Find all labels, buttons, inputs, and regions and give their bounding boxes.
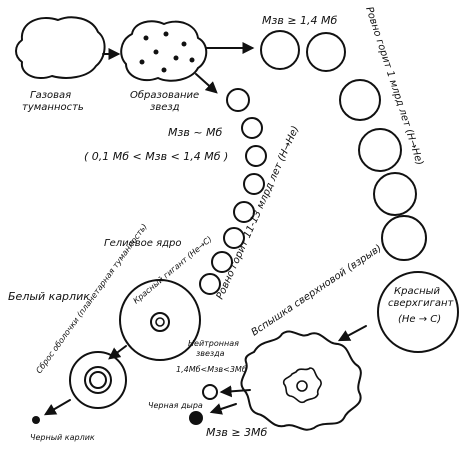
white-dwarf-core	[89, 371, 107, 389]
label-right-path: Ровно горит 1 млрд лет (H→He)	[363, 6, 425, 167]
label-black-hole: Черная дыра	[148, 401, 203, 410]
label-gas-nebula-2: туманность	[22, 102, 84, 113]
label-star-formation-1: Образование	[130, 89, 199, 101]
massive-star-sequence	[260, 30, 427, 261]
gas-nebula-cloud	[15, 16, 106, 80]
black-dwarf	[32, 416, 40, 424]
label-neutron-mass: 1,4Mб<Mзв<3Mб	[176, 365, 247, 374]
red-giant-core	[150, 312, 170, 332]
label-supernova: Вспышка сверхновой (взрыв)	[250, 243, 384, 339]
red-giant-core-inner	[155, 317, 165, 327]
arrow-to-supernova	[337, 325, 367, 342]
black-hole	[189, 411, 203, 425]
supernova-core	[282, 367, 322, 404]
label-white-dwarf: Белый карлик	[8, 290, 90, 303]
label-neutron-star-1: Нейтронная	[188, 339, 239, 348]
protostar-dots	[139, 31, 195, 73]
label-red-supergiant-3: (He → C)	[398, 314, 441, 325]
label-mass-high: Mзв ≥ 1,4 Mб	[262, 14, 338, 27]
planetary-nebula-outer	[69, 351, 127, 409]
sunlike-star-sequence	[199, 88, 267, 295]
label-black-hole-mass: Mзв ≥ 3Mб	[206, 426, 268, 439]
label-red-supergiant-1: Красный	[394, 286, 441, 297]
red-supergiant-circle	[377, 271, 459, 353]
supernova-center-ring	[296, 380, 308, 392]
label-red-supergiant-2: сверхгигант	[388, 298, 454, 309]
arrow-to-neutron-star	[219, 385, 251, 398]
label-helium-core: Гелиевое ядро	[104, 238, 182, 249]
label-neutron-star-2: звезда	[196, 349, 225, 358]
red-giant-outer	[119, 279, 201, 361]
label-mass-range: ( 0,1 Mб < Mзв < 1,4 Mб )	[84, 150, 228, 163]
arrow-to-black-hole	[209, 403, 237, 415]
arrow-to-black-dwarf	[43, 399, 71, 416]
arrow-to-sunlike-path	[195, 73, 218, 94]
label-star-formation-2: звезд	[150, 102, 180, 113]
star-formation-cloud	[120, 20, 208, 82]
planetary-nebula-ring	[84, 366, 112, 394]
neutron-star	[202, 384, 218, 400]
label-black-dwarf: Черный карлик	[30, 433, 95, 442]
label-gas-nebula-1: Газовая	[30, 90, 71, 101]
label-mass-sun: Mзв ~ Mб	[168, 126, 223, 139]
